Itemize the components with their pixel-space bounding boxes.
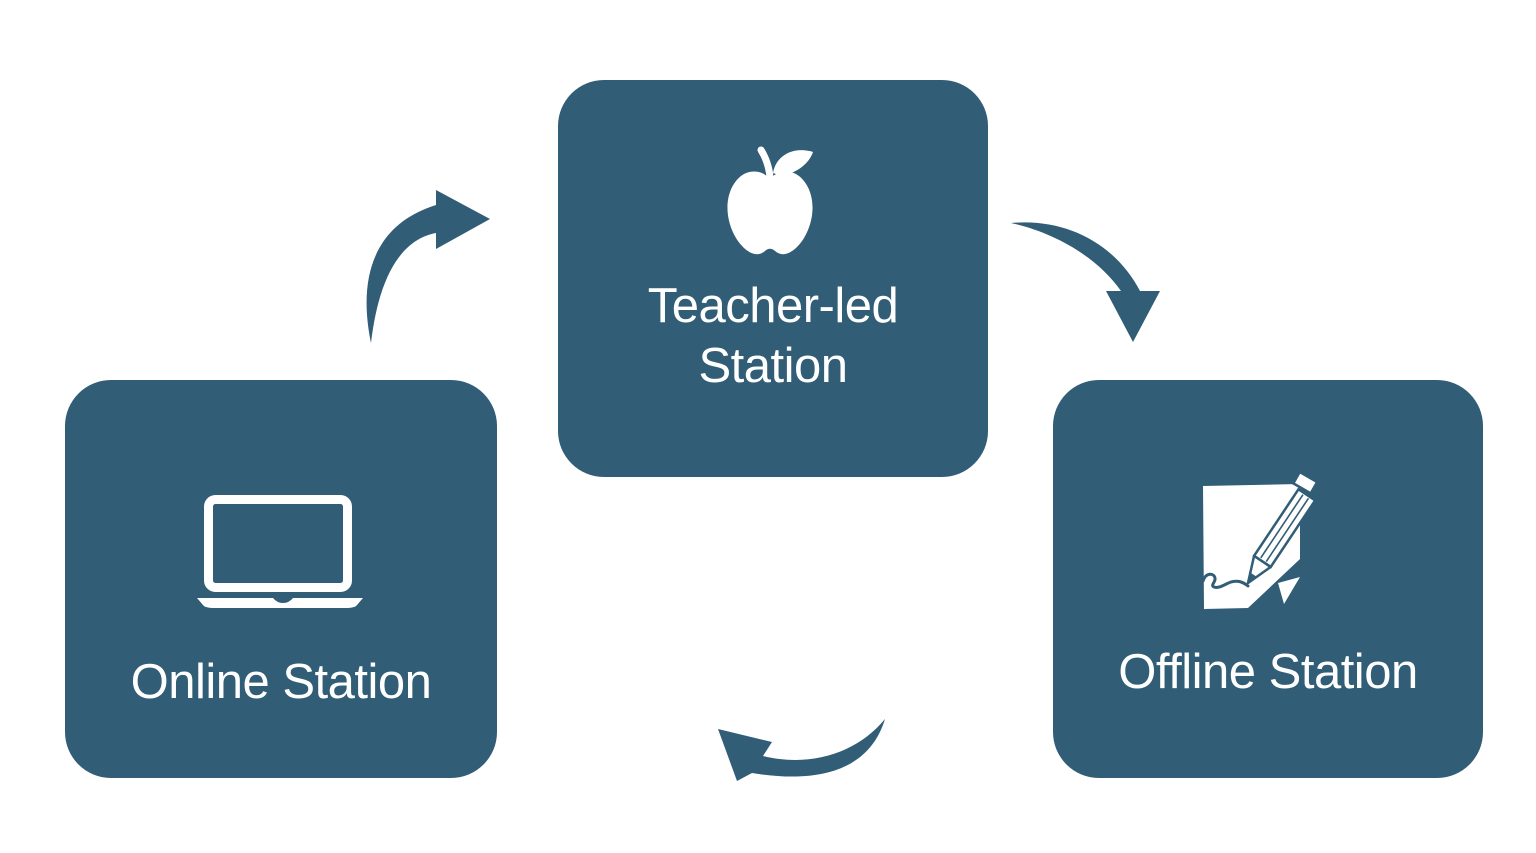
station-label-line: Offline Station bbox=[1118, 645, 1418, 699]
apple-icon bbox=[722, 146, 822, 266]
station-label-offline: Offline Station bbox=[1053, 642, 1483, 702]
station-card-offline: Offline Station bbox=[1053, 380, 1483, 778]
station-label-line: Teacher-led bbox=[647, 279, 899, 333]
station-label-line: Online Station bbox=[130, 655, 432, 709]
station-label-online: Online Station bbox=[65, 652, 497, 712]
arrow-online-to-teacher-led-icon bbox=[366, 190, 490, 343]
laptop-icon bbox=[196, 492, 364, 610]
pencil-paper-icon bbox=[1190, 465, 1330, 610]
arrow-teacher-led-to-offline-icon bbox=[1011, 222, 1160, 342]
station-card-online: Online Station bbox=[65, 380, 497, 778]
station-label-line: Station bbox=[698, 339, 848, 393]
station-card-teacher-led: Teacher-led Station bbox=[558, 80, 988, 477]
station-label-teacher-led: Teacher-led Station bbox=[558, 276, 988, 396]
arrow-offline-to-online-icon bbox=[718, 719, 885, 781]
